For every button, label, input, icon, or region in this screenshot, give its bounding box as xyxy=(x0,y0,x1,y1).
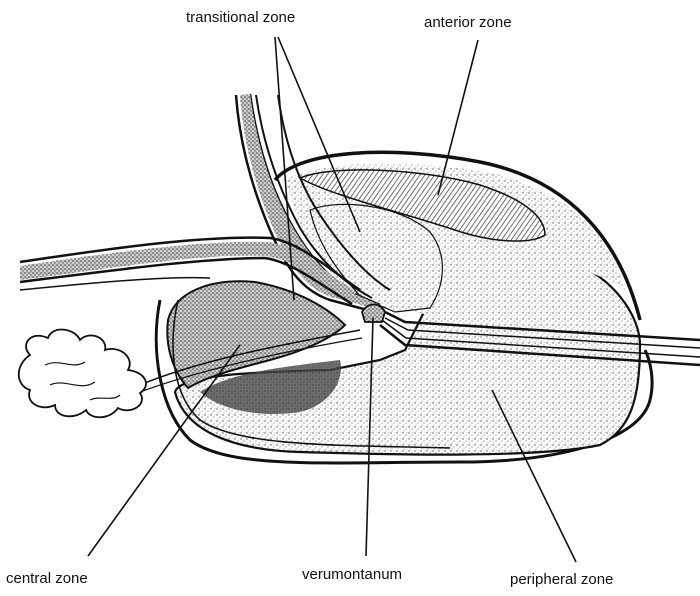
label-transitional-zone: transitional zone xyxy=(186,9,295,27)
seminal-vesicle xyxy=(19,330,146,418)
label-peripheral-zone: peripheral zone xyxy=(510,571,613,589)
label-central-zone: central zone xyxy=(6,570,88,588)
label-verumontanum: verumontanum xyxy=(302,566,402,584)
label-anterior-zone: anterior zone xyxy=(424,14,512,32)
